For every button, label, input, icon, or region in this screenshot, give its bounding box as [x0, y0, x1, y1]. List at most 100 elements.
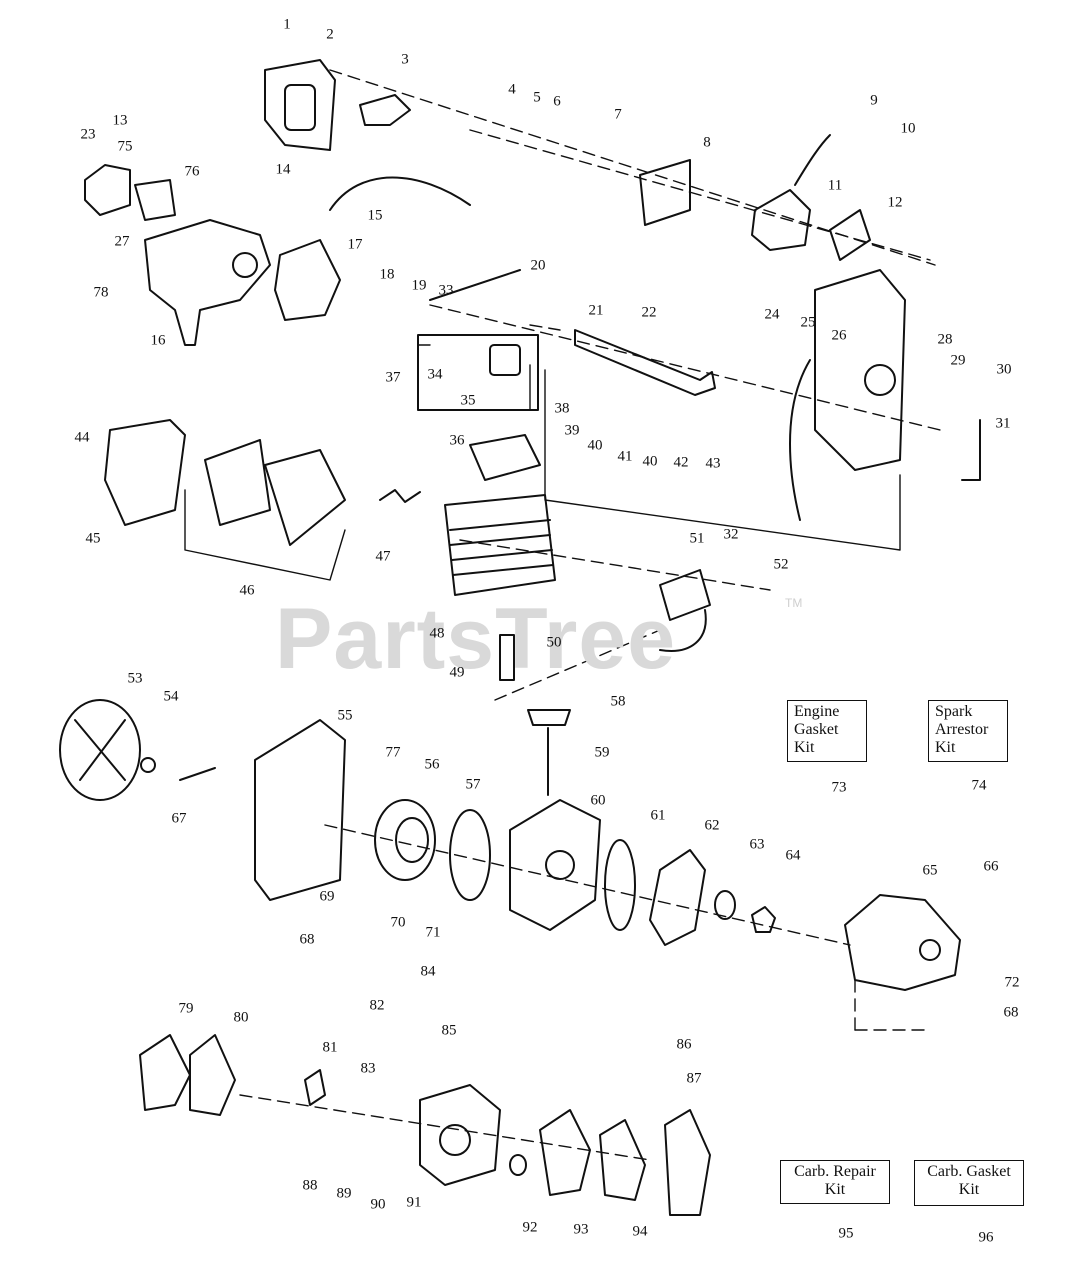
callout-7: 7	[614, 106, 622, 123]
part-diaphragm-94	[599, 1119, 646, 1201]
callout-10: 10	[900, 120, 916, 137]
callout-88: 88	[302, 1177, 318, 1194]
part-l-key-31	[961, 419, 981, 481]
kit-line: Engine	[794, 703, 840, 720]
callout-16: 16	[150, 332, 166, 349]
part-pin-67	[179, 767, 216, 781]
callout-68a: 68	[299, 931, 315, 948]
part-cover-carb	[664, 1109, 711, 1216]
callout-61: 61	[650, 807, 666, 824]
callout-50: 50	[546, 634, 562, 651]
kit-box-carb-gasket: Carb. Gasket Kit	[914, 1160, 1024, 1206]
callout-83: 83	[360, 1060, 376, 1077]
callout-27: 27	[114, 233, 130, 250]
callout-22: 22	[641, 304, 657, 321]
part-diaphragm-80	[189, 1034, 236, 1116]
callout-71: 71	[425, 924, 441, 941]
part-recoil-housing-60	[509, 799, 601, 931]
callout-51: 51	[689, 530, 705, 547]
bracket-46	[184, 489, 346, 581]
callout-19: 19	[411, 277, 427, 294]
callout-52: 52	[773, 556, 789, 573]
callout-46: 46	[239, 582, 255, 599]
callout-14: 14	[275, 161, 291, 178]
part-washer-63	[714, 890, 736, 920]
part-plate-62	[649, 849, 706, 946]
callout-67: 67	[171, 810, 187, 827]
callout-49: 49	[449, 664, 465, 681]
callout-62: 62	[704, 817, 720, 834]
part-disc-61	[604, 839, 636, 931]
bracket-32	[544, 369, 901, 551]
callout-84: 84	[420, 963, 436, 980]
callout-31: 31	[995, 415, 1011, 432]
callout-39: 39	[564, 422, 580, 439]
callout-56: 56	[424, 756, 440, 773]
callout-43: 43	[705, 455, 721, 472]
part-crankshaft-21	[574, 329, 716, 396]
callout-30: 30	[996, 361, 1012, 378]
callout-32: 32	[723, 526, 739, 543]
callout-17: 17	[347, 236, 363, 253]
part-spring-47	[379, 489, 421, 503]
part-cable-32	[789, 359, 811, 521]
callout-87: 87	[686, 1070, 702, 1087]
callout-66: 66	[983, 858, 999, 875]
callout-48: 48	[429, 625, 445, 642]
callout-90: 90	[370, 1196, 386, 1213]
part-bracket-3	[359, 94, 411, 126]
part-gasket-36	[469, 434, 541, 481]
part-plate-81	[304, 1069, 326, 1106]
kit-line: Gasket	[794, 721, 839, 738]
callout-80: 80	[233, 1009, 249, 1026]
part-gasket-79	[139, 1034, 191, 1111]
callout-25: 25	[800, 314, 816, 331]
part-tank-16	[144, 219, 271, 346]
part-gasket-93	[539, 1109, 591, 1196]
part-lead-15	[329, 176, 471, 211]
kit-line: Spark	[935, 703, 973, 720]
callout-54: 54	[163, 688, 179, 705]
part-coil-lead-51	[659, 609, 707, 652]
callout-5: 5	[533, 89, 541, 106]
callout-4: 4	[508, 81, 516, 98]
callout-53: 53	[127, 670, 143, 687]
callout-74: 74	[971, 777, 987, 794]
callout-72: 72	[1004, 974, 1020, 991]
callout-40b: 40	[642, 453, 658, 470]
part-air-cover-45	[104, 419, 186, 526]
kit-box-spark-arrestor: Spark Arrestor Kit	[928, 700, 1008, 762]
callout-2: 2	[326, 26, 334, 43]
kit-line: Kit	[958, 1181, 980, 1198]
callout-12: 12	[887, 194, 903, 211]
part-shroud-2	[264, 59, 336, 151]
callout-78: 78	[93, 284, 109, 301]
callout-6: 6	[553, 93, 561, 110]
bracket-37	[417, 344, 531, 411]
callout-68b: 68	[1003, 1004, 1019, 1021]
callout-23: 23	[80, 126, 96, 143]
part-cover-76	[134, 179, 176, 221]
callout-13: 13	[112, 112, 128, 129]
callout-64: 64	[785, 847, 801, 864]
callout-44: 44	[74, 429, 90, 446]
part-drive-57	[449, 809, 491, 901]
callout-89: 89	[336, 1185, 352, 1202]
callout-73: 73	[831, 779, 847, 796]
callout-29: 29	[950, 352, 966, 369]
callout-94: 94	[632, 1223, 648, 1240]
callout-38: 38	[554, 400, 570, 417]
part-cap-75	[84, 164, 131, 216]
part-pulley-56	[374, 799, 436, 881]
part-air-filter-46	[204, 439, 346, 546]
kit-line: Kit	[935, 739, 956, 756]
callout-91: 91	[406, 1194, 422, 1211]
callout-40a: 40	[587, 437, 603, 454]
callout-75: 75	[117, 138, 133, 155]
callout-96: 96	[978, 1229, 994, 1246]
callout-57: 57	[465, 776, 481, 793]
callout-36: 36	[449, 432, 465, 449]
callout-41: 41	[617, 448, 633, 465]
kit-box-carb-repair: Carb. Repair Kit	[780, 1160, 890, 1204]
